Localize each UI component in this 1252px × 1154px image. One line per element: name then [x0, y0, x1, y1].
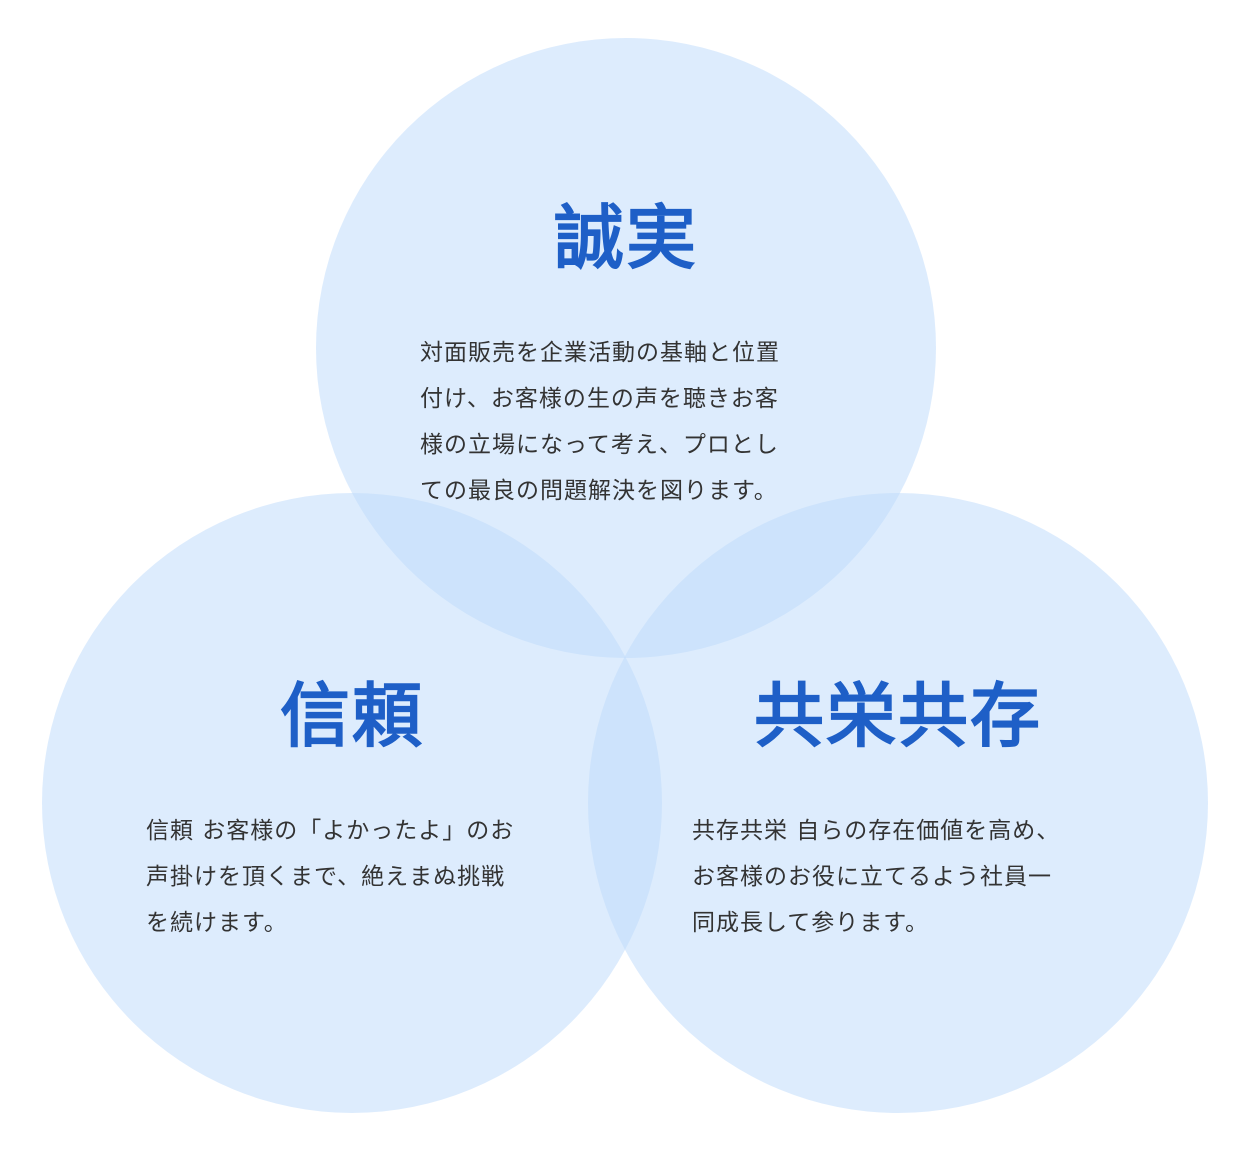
title-integrity: 誠実 — [554, 197, 698, 279]
description-line: 信頼 お客様の「よかったよ」のお — [146, 818, 515, 844]
description-line: 声掛けを頂くまで、絶えまぬ挑戦 — [146, 864, 506, 890]
description-line: 付け、お客様の生の声を聴きお客 — [420, 386, 779, 412]
description-coexistence: 共存共栄 自らの存在価値を高め、 お客様のお役に立てるよう社員一 同成長して参り… — [692, 808, 1092, 946]
circle-coexistence — [588, 493, 1208, 1113]
circle-trust — [42, 493, 662, 1113]
description-line: を続けます。 — [146, 910, 288, 936]
description-trust: 信頼 お客様の「よかったよ」のお 声掛けを頂くまで、絶えまぬ挑戦 を続けます。 — [146, 808, 546, 946]
description-integrity: 対面販売を企業活動の基軸と位置 付け、お客様の生の声を聴きお客 様の立場になって… — [420, 330, 820, 514]
description-line: 対面販売を企業活動の基軸と位置 — [420, 340, 780, 366]
description-line: 様の立場になって考え、プロとし — [420, 432, 779, 458]
title-coexistence: 共栄共存 — [754, 675, 1042, 757]
title-trust: 信頼 — [280, 675, 424, 757]
description-line: 同成長して参ります。 — [692, 910, 930, 936]
description-line: 共存共栄 自らの存在価値を高め、 — [692, 818, 1061, 844]
description-line: お客様のお役に立てるよう社員一 — [692, 864, 1052, 890]
description-line: ての最良の問題解決を図ります。 — [420, 478, 778, 504]
